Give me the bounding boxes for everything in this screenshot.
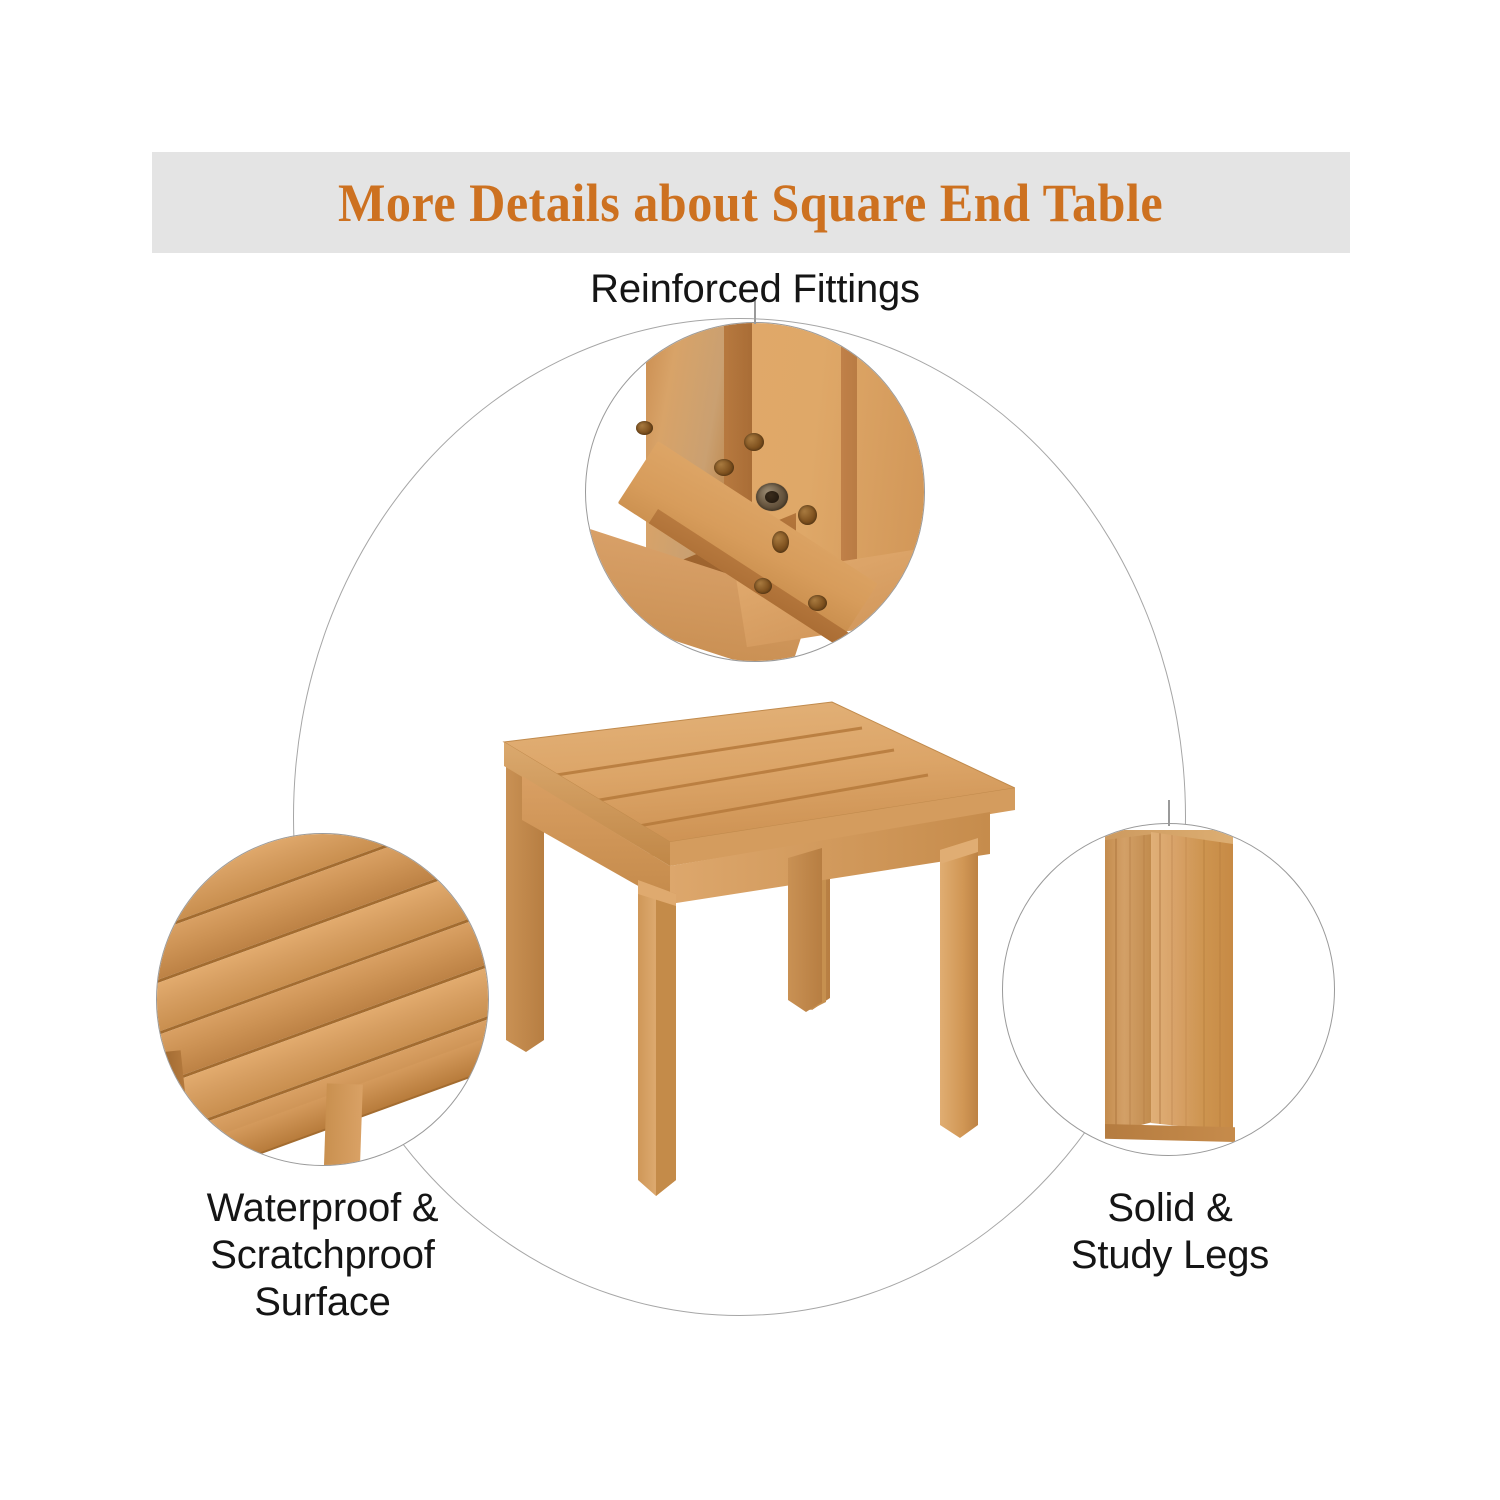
leg-face-left bbox=[1105, 834, 1153, 1134]
apron-right bbox=[670, 812, 990, 904]
leg-face-right bbox=[1151, 832, 1233, 1132]
table-leg-front-right bbox=[940, 838, 978, 1138]
table-leg-stub bbox=[323, 1083, 363, 1165]
screw-icon bbox=[636, 421, 653, 435]
connector-top bbox=[754, 300, 756, 324]
table-leg-middle-rear bbox=[788, 848, 822, 1012]
detail-bubble-waterproof-surface bbox=[156, 833, 489, 1166]
leg-bottom-edge bbox=[1105, 1124, 1235, 1142]
screw-icon bbox=[756, 483, 788, 511]
guide-circle bbox=[293, 318, 1186, 1316]
callout-label-solid-legs: Solid & Study Legs bbox=[1070, 1186, 1270, 1278]
screw-icon bbox=[754, 578, 772, 594]
screw-icon bbox=[772, 531, 789, 553]
connector-right bbox=[1168, 800, 1170, 826]
leg-post-closeup bbox=[1003, 824, 1334, 1155]
screw-icon bbox=[808, 595, 827, 611]
tabletop-edge-left bbox=[504, 742, 670, 866]
joint-apron-edge bbox=[841, 323, 857, 593]
product-table-illustration bbox=[470, 680, 1015, 1225]
tabletop-surface-closeup bbox=[157, 834, 488, 1165]
screw-icon bbox=[744, 433, 764, 451]
apron-left bbox=[522, 776, 670, 904]
page-title: More Details about Square End Table bbox=[338, 172, 1164, 233]
detail-bubble-solid-legs bbox=[1002, 823, 1335, 1156]
title-banner: More Details about Square End Table bbox=[152, 152, 1350, 253]
tabletop-edge-front bbox=[670, 788, 1015, 866]
slab-group bbox=[157, 834, 488, 1165]
screw-icon bbox=[798, 505, 817, 525]
corner-joint-closeup bbox=[586, 323, 924, 661]
table-leg-front-center bbox=[638, 880, 676, 1196]
callout-label-reinforced-fittings: Reinforced Fittings bbox=[590, 267, 920, 311]
screw-icon bbox=[714, 459, 734, 476]
detail-bubble-reinforced-fittings bbox=[585, 322, 925, 662]
callout-label-waterproof-surface: Waterproof & Scratchproof Surface bbox=[206, 1186, 439, 1325]
